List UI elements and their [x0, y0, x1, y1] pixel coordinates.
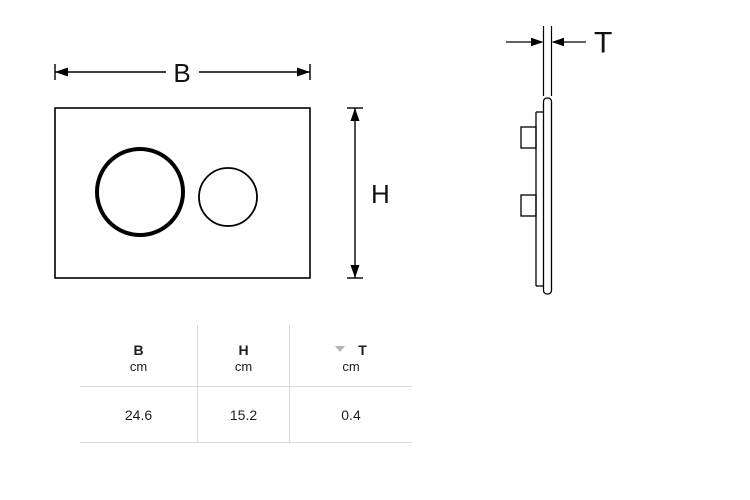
value-t: 0.4: [290, 387, 412, 443]
header-h-label: H: [238, 341, 249, 358]
b-dim-label: B: [173, 58, 190, 88]
header-cell-b: B cm: [80, 325, 198, 387]
header-b-label: B: [133, 341, 144, 358]
side-view: [520, 97, 553, 295]
header-t-label: T: [335, 343, 367, 357]
h-dim-label: H: [371, 179, 390, 209]
dimensions-table: B cm H cm T cm 24.6 15.2 0.4: [80, 325, 412, 443]
t-arrow-right-icon: [551, 37, 564, 47]
front-view: [54, 107, 311, 279]
header-h-unit: cm: [234, 358, 253, 374]
sort-icon[interactable]: [335, 345, 346, 352]
plate-outline: [54, 107, 311, 279]
b-arrow-left-icon: [55, 67, 68, 77]
plate-profile: [542, 97, 553, 295]
header-cell-h: H cm: [198, 325, 290, 387]
header-t-unit: cm: [342, 358, 360, 374]
value-b: 24.6: [80, 387, 198, 443]
large-button-circle: [95, 147, 185, 237]
value-h: 15.2: [198, 387, 290, 443]
t-arrow-left-icon: [531, 37, 544, 47]
header-t-letter: T: [358, 341, 367, 358]
mounting-clip-upper: [520, 126, 537, 149]
mounting-clip-lower: [520, 194, 537, 217]
b-arrow-right-icon: [297, 67, 310, 77]
header-cell-t: T cm: [290, 325, 412, 387]
b-dimension: [54, 64, 311, 80]
h-dimension: [347, 107, 363, 279]
dimension-drawing: B H T: [54, 26, 612, 295]
h-arrow-top-icon: [350, 108, 360, 121]
header-b-unit: cm: [129, 358, 148, 374]
small-button-circle: [198, 167, 258, 227]
t-dim-label: T: [594, 27, 612, 60]
h-arrow-bottom-icon: [350, 265, 360, 278]
t-dimension: [506, 26, 586, 96]
